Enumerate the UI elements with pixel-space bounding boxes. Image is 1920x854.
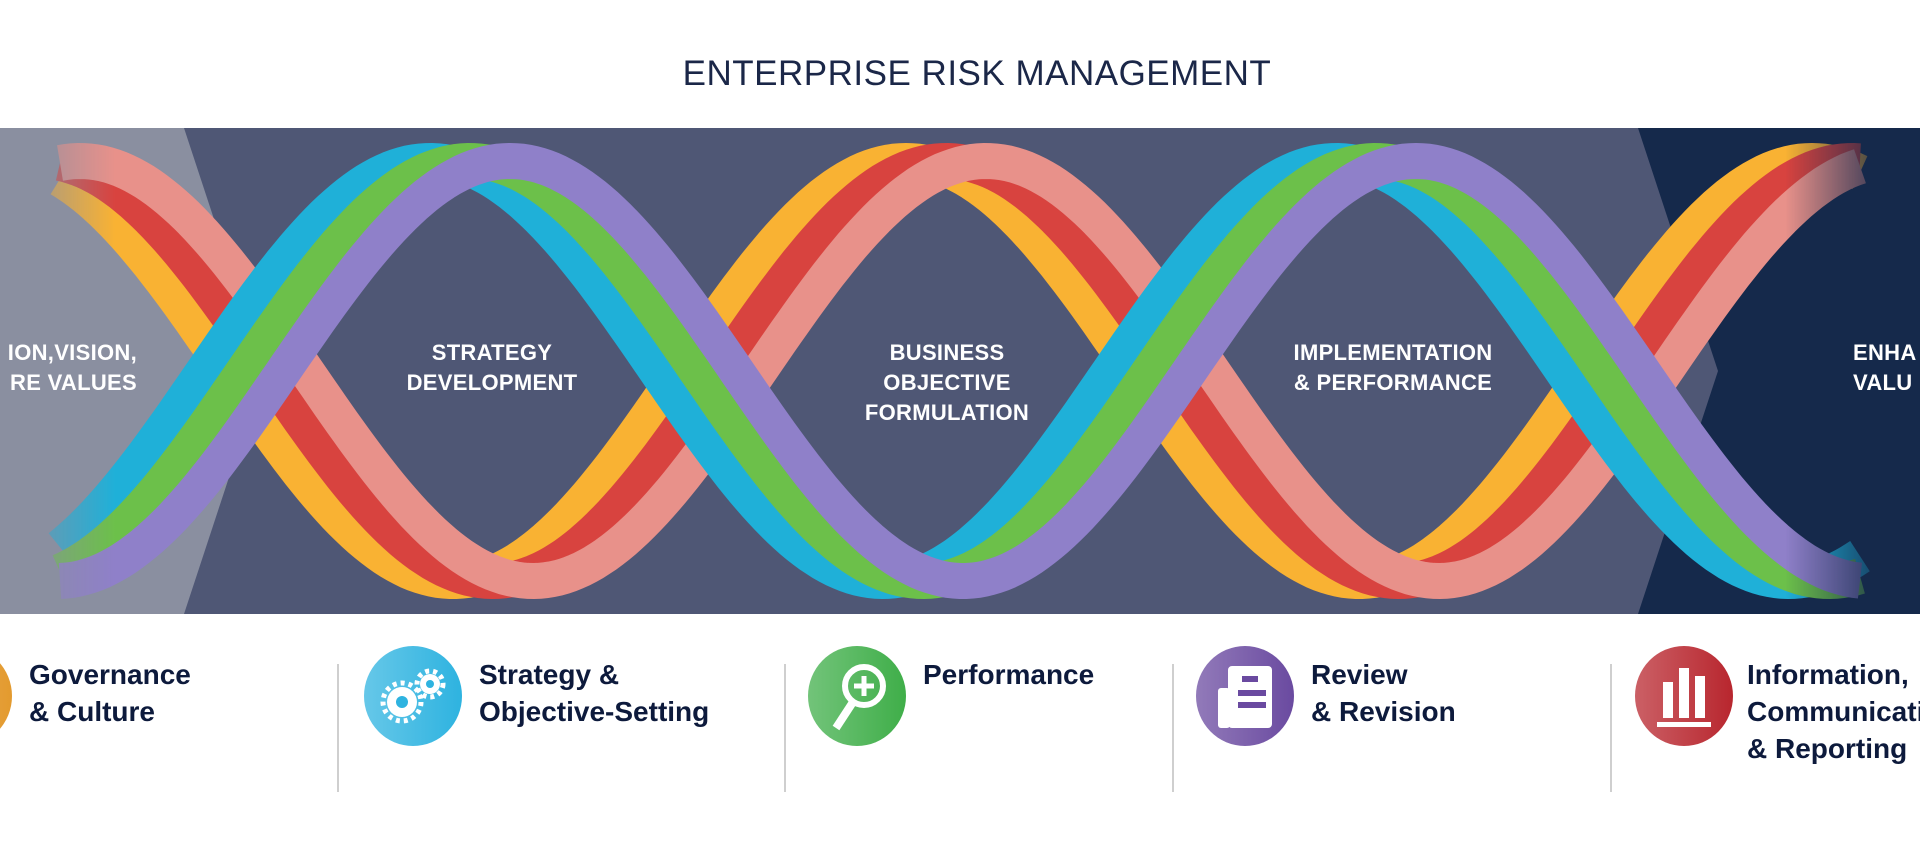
stage-label-line: STRATEGY [431,340,553,365]
stage-label-line: RE VALUES [10,370,137,395]
bar-chart-icon [1635,646,1733,746]
stage-label-line: DEVELOPMENT [406,370,578,395]
component-label-line: Review [1311,659,1408,690]
cool-strand [48,142,1870,600]
component-label: Governance & Culture [29,656,191,730]
component-label-line: Governance [29,659,191,690]
governance-icon [0,646,12,746]
stage-label: STRATEGY DEVELOPMENT [342,338,642,398]
component-label-line: & Reporting [1747,733,1908,764]
divider [337,664,339,792]
stage-label-line: OBJECTIVE [883,370,1011,395]
gears-icon [364,646,462,746]
stage-label-line: & PERFORMANCE [1293,370,1493,395]
component-label-line: & Revision [1311,696,1456,727]
stage-label-line: VALU [1853,370,1913,395]
component-label-line: Information, [1747,659,1909,690]
divider [1172,664,1174,792]
component-label: Review & Revision [1311,656,1456,730]
component-label: Strategy & Objective-Setting [479,656,709,730]
diagram-title: ENTERPRISE RISK MANAGEMENT [682,54,1272,93]
component-label-line: Performance [923,659,1095,690]
component-label-line: Objective-Setting [479,696,710,727]
stage-label: ION,VISION, RE VALUES [8,338,137,398]
stage-label-line: ENHA [1853,340,1917,365]
divider [784,664,786,792]
stage-label: ENHA VALU [1853,338,1917,398]
component-label-line: Strategy & [479,659,620,690]
warm-strand [57,142,1866,600]
document-icon [1196,646,1294,746]
component-label-line: Communication [1747,696,1920,727]
component-label: Information, Communication & Reporting [1747,656,1920,767]
cool-strand [58,142,1863,599]
stage-label-line: FORMULATION [864,400,1030,425]
stage-label: BUSINESS OBJECTIVE FORMULATION [797,338,1097,428]
divider [1610,664,1612,792]
stage-label: IMPLEMENTATION & PERFORMANCE [1243,338,1543,398]
stage-label-line: BUSINESS [889,340,1005,365]
stage-label-line: ION,VISION, [7,340,137,365]
erm-band [0,128,1920,614]
component-label-line: & Culture [29,696,155,727]
magnifier-plus-icon [808,646,906,746]
component-label: Performance [923,656,1094,693]
stage-label-line: IMPLEMENTATION [1293,340,1493,365]
